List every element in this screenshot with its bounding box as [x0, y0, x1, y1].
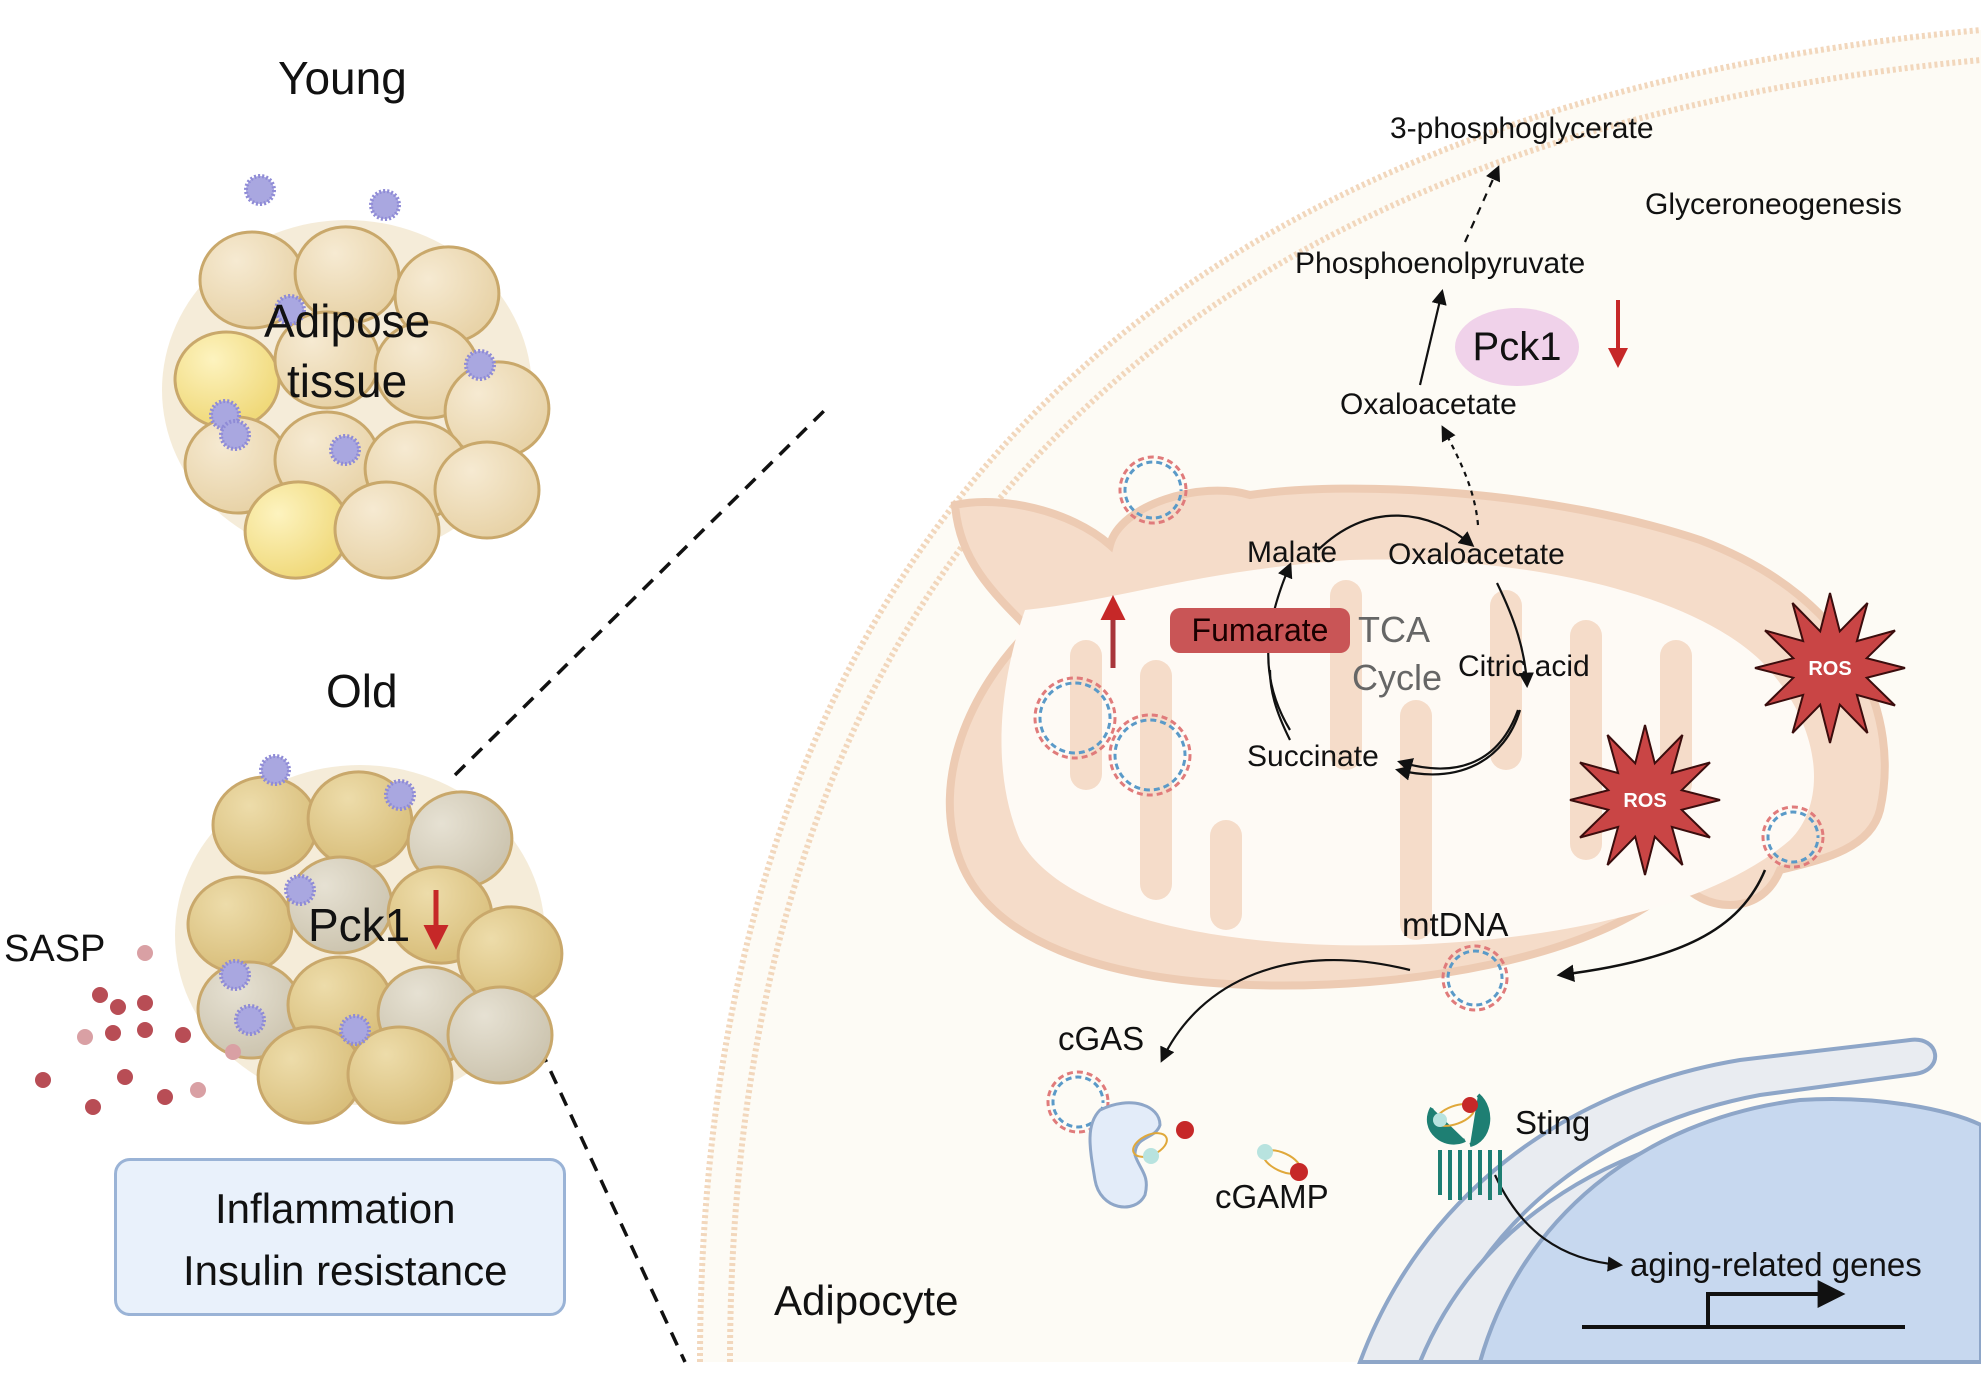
sasp-particle: [137, 945, 153, 961]
sasp-particle: [105, 1025, 121, 1041]
sasp-particle: [175, 1027, 191, 1043]
mtdna-circle: [1118, 455, 1188, 525]
3-phosphoglycerate-label: 3-phosphoglycerate: [1390, 112, 1654, 145]
sasp-particle: [85, 1099, 101, 1115]
immune-cell: [369, 189, 401, 221]
immune-cell: [384, 779, 416, 811]
succinate-label: Succinate: [1247, 740, 1379, 773]
sasp-particle: [92, 987, 108, 1003]
fumarate-label: Fumarate: [1191, 612, 1329, 648]
mtdna-circle: [1761, 805, 1825, 869]
adipocyte-cell-shape: [346, 1025, 454, 1125]
immune-cell: [339, 1014, 371, 1046]
cgas-protein: [1088, 1101, 1194, 1209]
sasp-particle: [157, 1089, 173, 1105]
pck1-enzyme: Pck1: [1455, 308, 1579, 386]
arrow-sting-to-genes: [1493, 1174, 1624, 1272]
zoom-line-bottom: [458, 874, 687, 1363]
oxaloacetate-mito-label: Oxaloacetate: [1388, 538, 1565, 571]
tca-arrow-citric-to-succinate: [1397, 709, 1520, 773]
pck1-label: Pck1: [1472, 324, 1562, 369]
sasp-particles: [35, 945, 241, 1115]
immune-cell: [329, 434, 361, 466]
old-title: Old: [326, 665, 398, 717]
zoom-line-top: [453, 403, 832, 777]
sasp-label: SASP: [4, 928, 106, 970]
sasp-particle: [110, 999, 126, 1015]
ros-star-1: ROS: [1754, 592, 1906, 744]
arrow-mtdna-release: [1556, 869, 1767, 982]
cgas-label: cGAS: [1058, 1020, 1145, 1057]
tca-label: TCA: [1358, 609, 1430, 650]
fumarate-box: Fumarate: [1170, 608, 1350, 653]
promoter-arrow: [1706, 1280, 1846, 1327]
immune-cell: [274, 294, 306, 326]
immune-cell: [234, 1004, 266, 1036]
immune-cell: [259, 754, 291, 786]
sasp-particle: [190, 1082, 206, 1098]
mtdna-circle: [1033, 676, 1117, 760]
sasp-particle: [137, 1022, 153, 1038]
adipose-label-line1: Adipose: [264, 295, 431, 347]
arrow-pep-to-3pg: [1463, 165, 1501, 243]
sasp-particle: [137, 995, 153, 1011]
outcome-box: [114, 1158, 566, 1316]
adipose-label-line2: tissue: [287, 355, 408, 407]
immune-cell: [219, 959, 251, 991]
adipocyte-cell-shape: [433, 440, 541, 540]
arrow-oaa-to-pep: [1418, 289, 1447, 386]
tca-cycle-arrows: [1267, 514, 1534, 781]
sting-label: Sting: [1515, 1104, 1591, 1141]
adipocyte-label: Adipocyte: [774, 1277, 959, 1324]
old-adipose-cluster: [175, 754, 564, 1125]
arrow-oaa-mito-to-cyto: [1441, 425, 1480, 526]
mtdna-label: mtDNA: [1402, 906, 1509, 943]
ros-star-2: ROS: [1569, 724, 1721, 876]
young-title: Young: [278, 52, 407, 104]
mtdna-circle: [1441, 944, 1509, 1012]
nucleus: [1477, 1097, 1981, 1364]
insulin-resistance-label: Insulin resistance: [183, 1247, 508, 1294]
immune-cell: [219, 419, 251, 451]
adipocyte-cell-shape: [211, 775, 319, 875]
arrow-mtdna-to-cgas: [1160, 958, 1411, 1063]
mtdna-circle: [1046, 1070, 1110, 1134]
malate-label: Malate: [1247, 536, 1338, 569]
glyceroneogenesis-label: Glyceroneogenesis: [1645, 188, 1902, 221]
ros-label-2: ROS: [1623, 790, 1666, 812]
cycle-label: Cycle: [1352, 657, 1443, 698]
old-pck1-label: Pck1: [308, 899, 411, 951]
adipocyte-cell-shape: [333, 480, 441, 580]
sting-protein: [1427, 1093, 1502, 1200]
cgamp-label: cGAMP: [1215, 1178, 1329, 1215]
sasp-particle: [35, 1072, 51, 1088]
sasp-particle: [117, 1069, 133, 1085]
mtdna-circle: [1108, 713, 1192, 797]
immune-cell: [244, 174, 276, 206]
adipocyte-cell-shape: [446, 985, 554, 1085]
mtdna-circles: [1033, 455, 1825, 1134]
young-adipose-cluster: [162, 174, 551, 580]
sasp-particle: [225, 1044, 241, 1060]
ros-label-1: ROS: [1808, 658, 1851, 680]
cgamp-molecule: [1257, 1144, 1308, 1181]
aging-genes-label: aging-related genes: [1630, 1246, 1922, 1283]
oxaloacetate-cyto-label: Oxaloacetate: [1340, 388, 1517, 421]
immune-cell: [464, 349, 496, 381]
immune-cell: [284, 874, 316, 906]
citric-acid-label: Citric acid: [1458, 650, 1590, 683]
sasp-particle: [77, 1029, 93, 1045]
phosphoenolpyruvate-label: Phosphoenolpyruvate: [1295, 247, 1586, 280]
inflammation-label: Inflammation: [215, 1185, 456, 1232]
